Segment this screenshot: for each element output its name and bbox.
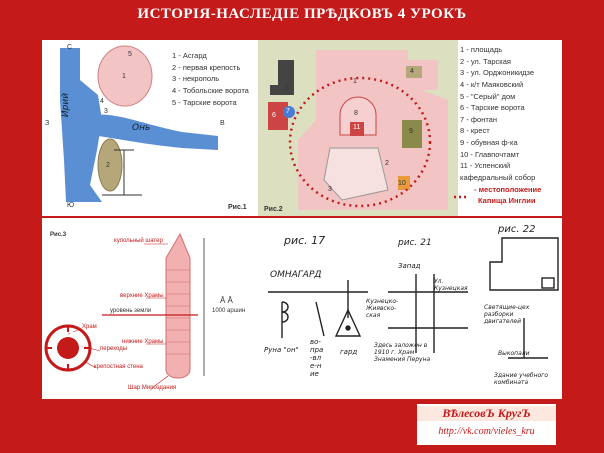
legend-item: кафедральный собор (460, 172, 536, 182)
map2-marker-2: 2 (385, 160, 389, 167)
legend-item: 1 - площадь (460, 45, 503, 54)
legend-item: 6 - Тарские ворота (460, 103, 525, 113)
legend-item: 3 - некрополь (172, 74, 220, 84)
zdanie-label: Здание учебного комбината (494, 372, 548, 386)
svet-label: Светящие-цех разборки двигателей (484, 304, 530, 325)
label-symbol: Ā Ā (220, 296, 233, 305)
legend-item: 3 - ул. Орджоникидзе (460, 68, 535, 78)
kuzn2-label: Ул. Кузнецкая (434, 278, 468, 292)
figure-1-caption: Рис.1 (228, 204, 247, 211)
map2-marker-11: 11 (353, 124, 361, 131)
dir-south-label: Ю (67, 202, 75, 209)
legend-item: 1 - Асгард (172, 51, 207, 60)
legend-item: 7 - фонтан (460, 114, 497, 124)
legend-item: 2 - ул. Тарская (460, 56, 511, 66)
fig21-caption: рис. 21 (398, 238, 432, 248)
building-5 (270, 60, 294, 95)
legend-item: 8 - крест (460, 126, 490, 136)
map2-marker-3: 3 (328, 186, 332, 193)
marker-2: 2 (106, 162, 110, 169)
river-on (86, 114, 218, 150)
figure-2-legend: 1 - площадь 2 - ул. Тарская 3 - ул. Ордж… (460, 44, 541, 207)
figure-2-caption: Рис.2 (264, 206, 283, 213)
legend-item: 5 - "Серый" дом (460, 91, 516, 101)
map2-marker-4: 4 (410, 68, 414, 75)
page-title: ИСТОРIЯ-НАСЛЕДIЕ ПРѢДКОВЪ 4 УРОКЪ (137, 6, 467, 22)
temple-core (57, 337, 79, 359)
label-passages: переходы (100, 346, 128, 352)
legend-item: 4 - Тобольские ворота (172, 85, 249, 95)
vo-label: во-пра-вле-ние (310, 338, 324, 378)
fig17-caption: рис. 17 (284, 234, 326, 247)
figure-3-panel: Рис.3 купольный шатер верхние Храмы уров… (42, 218, 258, 399)
legend-item: 2 - первая крепость (172, 62, 241, 72)
label-sphere: Шар Мироздания (128, 385, 177, 391)
figure-3-caption: Рис.3 (50, 232, 67, 238)
marker-1: 1 (122, 73, 126, 80)
marker-5: 5 (128, 51, 132, 58)
map2-marker-1: 1 (353, 78, 357, 85)
vykop-label: Выкопали (498, 350, 530, 357)
legend-item: 9 - обувная ф-ка (460, 138, 518, 147)
on-label: Онь (132, 123, 151, 133)
building-6 (268, 102, 288, 130)
map2-marker-6: 6 (272, 112, 276, 119)
label-lower-temples: нижние Храмы (122, 339, 164, 345)
map2-marker-9: 9 (409, 128, 413, 135)
marker-3: 3 (104, 108, 108, 115)
stamp-url[interactable]: http://vk.com/vieles_kru (438, 426, 535, 437)
label-ground: уровень земли (110, 308, 152, 314)
label-temple: Храм (82, 324, 97, 330)
label-wall: крепостная стена (94, 364, 143, 370)
label-upper-temples: верхние Храмы (120, 293, 164, 299)
label-dome: купольный шатер (114, 238, 163, 244)
ellipse-fortress (97, 138, 123, 192)
zdes-label: Здесь заложен в 1910 г. Храм Знамения Пе… (374, 342, 431, 363)
map2-marker-5: 5 (285, 85, 289, 92)
fig22-caption: рис. 22 (498, 224, 536, 235)
legend-note: - местоположение (474, 184, 542, 194)
legend-note: Капища Инглии (478, 196, 536, 206)
map-area-2 (323, 147, 389, 201)
watermark-stamp: ВѢлесовЪ КругЪ http://vk.com/vieles_kru (415, 402, 558, 447)
river-irij (60, 48, 102, 202)
figure-3-diagram (44, 232, 205, 389)
gard-label: гард (340, 348, 358, 356)
label-arshin: 1000 аршин (212, 308, 246, 314)
legend-item: 10 - Главпочтамт (460, 149, 520, 159)
map2-marker-7: 7 (286, 108, 290, 115)
map2-marker-8: 8 (354, 110, 358, 117)
cathedral-11 (339, 96, 377, 136)
legend-item: 11 - Успенский (460, 161, 511, 171)
stamp-name: ВѢлесовЪ КругЪ (417, 406, 556, 421)
dir-north-label: С (67, 44, 73, 51)
runa-label: Руна "он" (264, 346, 299, 354)
figure-2-panel: 1 2 3 4 5 6 7 8 9 10 11 Рис.2 1 - площад… (258, 40, 562, 216)
figure-1-map (60, 45, 218, 202)
dir-east-label: В (220, 120, 225, 127)
legend-item: 5 - Тарские ворота (172, 97, 237, 107)
post-10 (398, 176, 410, 190)
fountain-7 (283, 106, 295, 118)
marker-4: 4 (100, 98, 104, 105)
circle-asgard (97, 45, 153, 107)
irij-label: Ирий (61, 92, 72, 118)
figure-4-panel: рис. 17 рис. 21 рис. 22 ОМНАГАРД Руна "о… (258, 218, 562, 399)
shoe-factory-9 (402, 120, 422, 148)
map2-marker-10: 10 (398, 180, 406, 187)
dir-west-label: З (45, 120, 50, 127)
temple-location-ring (288, 76, 432, 208)
kuzn1-label: Кузнецко-Жиявско-ская (366, 298, 399, 319)
legend-item: 4 - к/т Маяковский (460, 79, 524, 89)
cross-8 (350, 122, 364, 136)
figure-1-legend: 1 - Асгард 2 - первая крепость 3 - некро… (172, 50, 249, 108)
cinema-4 (406, 66, 422, 78)
figure-4-sketches (268, 237, 559, 359)
figure-1-panel: С Ю З В Ирий Онь 1 2 3 4 5 1 - Асгард 2 … (42, 40, 258, 216)
omnagard-label: ОМНАГАРД (270, 270, 322, 280)
figure-2-map (258, 40, 468, 216)
zapad-label: Запад (398, 262, 421, 270)
